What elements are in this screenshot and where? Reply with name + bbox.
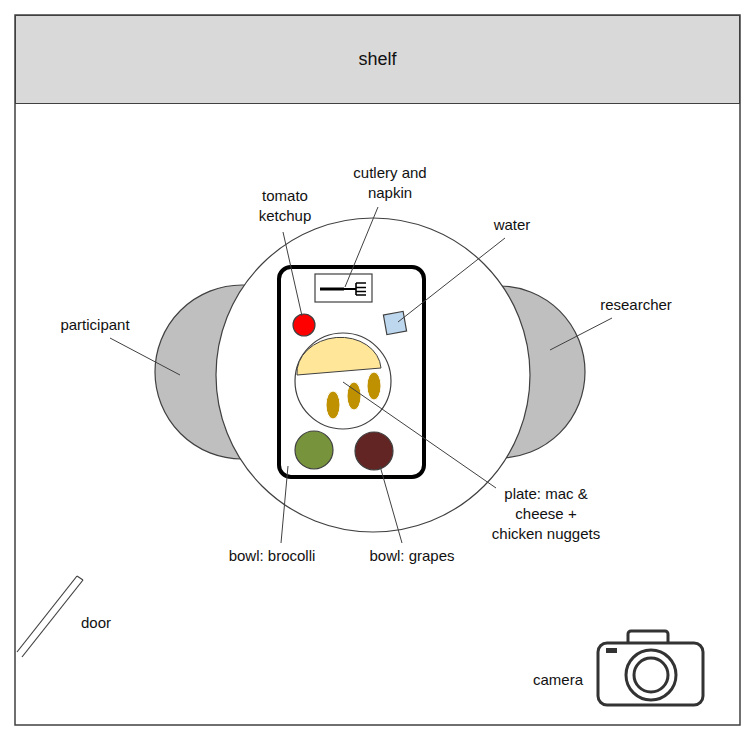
camera-flash	[606, 648, 617, 653]
grapes-bowl	[355, 432, 393, 470]
leader-line	[550, 318, 612, 350]
callout-label: bowl: grapes	[347, 546, 477, 566]
door	[22, 580, 83, 657]
leader-line	[281, 466, 288, 543]
callout-label: water	[472, 215, 552, 235]
leader-line	[398, 238, 505, 322]
table	[216, 218, 530, 532]
nugget	[367, 372, 381, 400]
napkin	[315, 274, 372, 302]
broccoli-bowl	[295, 431, 333, 469]
callout-label: door	[66, 613, 126, 633]
callout-label: tomato ketchup	[245, 186, 325, 226]
callout-label: camera	[518, 670, 598, 690]
callout-label: cutlery and napkin	[343, 163, 438, 203]
nugget	[326, 391, 340, 419]
plate	[295, 333, 391, 429]
leader-line	[283, 232, 302, 316]
water-cup	[383, 311, 406, 334]
callout-label: bowl: brocolli	[207, 546, 337, 566]
fork-handle	[340, 288, 356, 290]
leader-line	[345, 207, 378, 287]
camera-body	[598, 643, 703, 705]
callout-label: plate: mac & cheese + chicken nuggets	[490, 484, 602, 544]
callout-label: researcher	[581, 295, 691, 315]
door	[77, 576, 83, 580]
leader-line	[110, 338, 180, 375]
mac-and-cheese	[297, 337, 381, 375]
door	[17, 576, 77, 652]
leader-line	[380, 466, 402, 543]
fork-tines	[356, 283, 366, 295]
camera-lens	[626, 650, 676, 700]
tray	[279, 267, 424, 477]
shelf-label: shelf	[358, 49, 396, 70]
callout-label: participant	[40, 315, 150, 335]
room-outline	[15, 15, 740, 725]
camera-lens	[634, 658, 668, 692]
leader-line	[343, 382, 496, 488]
ketchup	[293, 314, 315, 336]
shelf-band: shelf	[15, 15, 740, 104]
